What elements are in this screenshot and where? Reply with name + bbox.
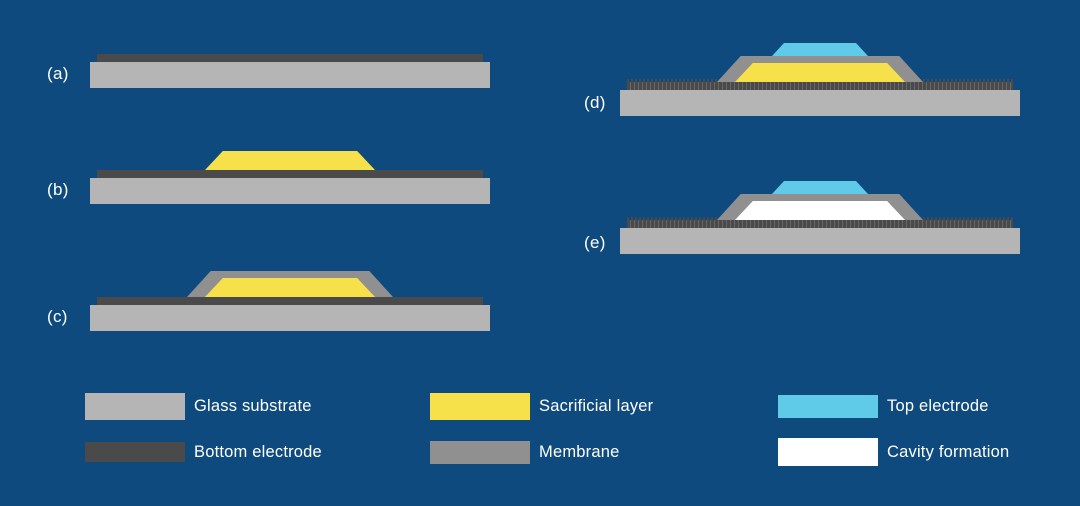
step-d-stack <box>620 34 1020 116</box>
legend-item-sacrificial-layer: Sacrificial layer <box>430 392 653 420</box>
sacrificial-layer <box>205 278 375 297</box>
legend-item-top-electrode: Top electrode <box>778 392 989 420</box>
legend-label-bottom-electrode: Bottom electrode <box>194 442 322 461</box>
bottom-electrode-layer <box>97 297 483 305</box>
step-a-stack <box>90 6 490 88</box>
step-label-e: (e) <box>584 233 606 252</box>
bottom-electrode-swatch <box>85 442 185 462</box>
top-electrode-swatch <box>778 394 878 418</box>
glass-substrate-layer <box>90 62 490 88</box>
legend-label-membrane: Membrane <box>539 442 620 461</box>
bottom-electrode-layer <box>627 220 1013 228</box>
cavity-formation-swatch <box>778 438 878 466</box>
legend-label-top-electrode: Top electrode <box>887 396 989 415</box>
legend-item-bottom-electrode: Bottom electrode <box>85 438 322 466</box>
sacrificial-layer <box>735 63 905 82</box>
step-label-b: (b) <box>47 180 69 199</box>
step-c-stack <box>90 249 490 331</box>
top-electrode-layer <box>772 181 868 194</box>
bottom-electrode-layer <box>97 170 483 178</box>
glass-substrate-layer <box>90 178 490 204</box>
top-electrode-layer <box>772 43 868 56</box>
step-label-d: (d) <box>584 93 606 112</box>
sacrificial-layer <box>205 151 375 170</box>
glass-substrate-layer <box>620 90 1020 116</box>
legend-label-glass-substrate: Glass substrate <box>194 396 312 415</box>
legend-label-sacrificial-layer: Sacrificial layer <box>539 396 654 415</box>
legend-item-glass-substrate: Glass substrate <box>85 392 312 420</box>
glass-substrate-layer <box>620 228 1020 254</box>
step-e-stack <box>620 172 1020 254</box>
legend-label-cavity-formation: Cavity formation <box>887 442 1010 461</box>
step-label-c: (c) <box>47 307 68 326</box>
glass-substrate-layer <box>90 305 490 331</box>
bottom-electrode-layer <box>627 82 1013 90</box>
sacrificial-layer-swatch <box>430 392 530 420</box>
step-label-a: (a) <box>47 64 69 83</box>
bottom-electrode-layer <box>97 54 483 62</box>
membrane-swatch <box>430 440 530 464</box>
cavity-layer <box>735 201 905 220</box>
legend-item-membrane: Membrane <box>430 438 619 466</box>
step-b-stack <box>90 122 490 204</box>
glass-substrate-swatch <box>85 392 185 420</box>
legend-item-cavity-formation: Cavity formation <box>778 438 1009 466</box>
